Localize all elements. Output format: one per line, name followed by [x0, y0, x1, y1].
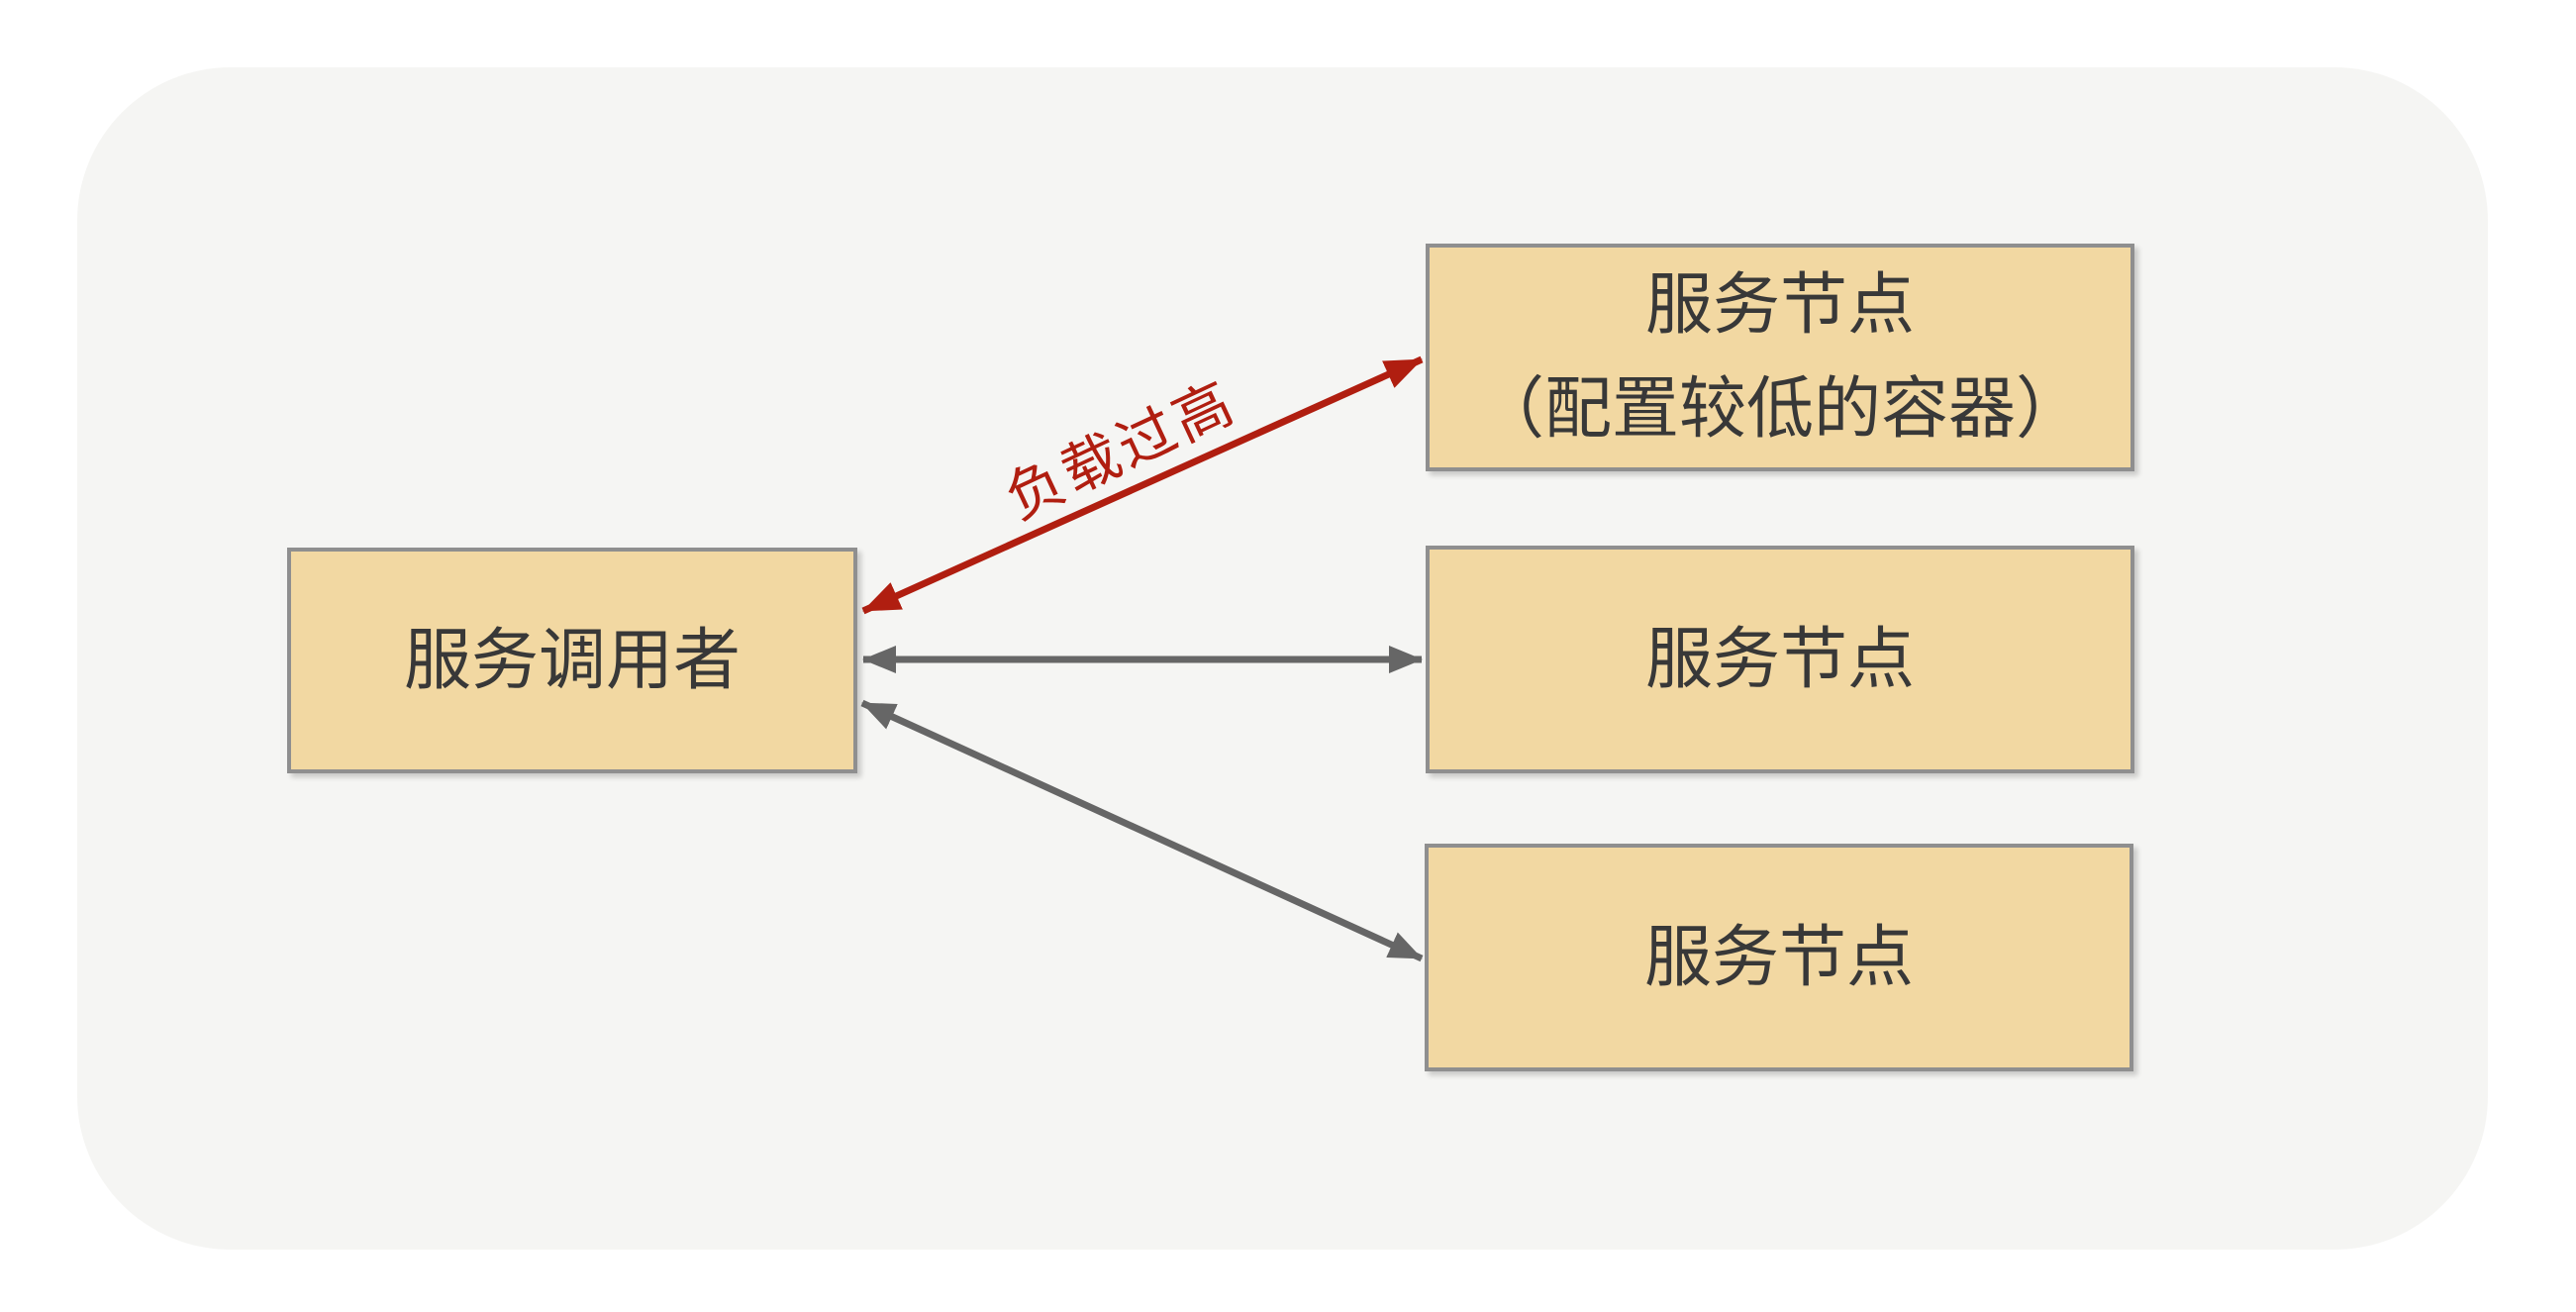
node-service-2-label: 服务节点 — [1644, 621, 1915, 697]
node-service-2: 服务节点 — [1426, 546, 2134, 773]
node-service-overloaded-label-line2: （配置较低的容器） — [1476, 371, 2083, 447]
node-service-caller: 服务调用者 — [287, 548, 857, 773]
node-service-3: 服务节点 — [1425, 844, 2133, 1071]
node-service-3-label: 服务节点 — [1643, 919, 1914, 995]
node-service-overloaded: 服务节点 （配置较低的容器） — [1426, 244, 2134, 471]
node-service-overloaded-label-line1: 服务节点 — [1644, 267, 1915, 343]
node-service-caller-label: 服务调用者 — [403, 622, 741, 698]
